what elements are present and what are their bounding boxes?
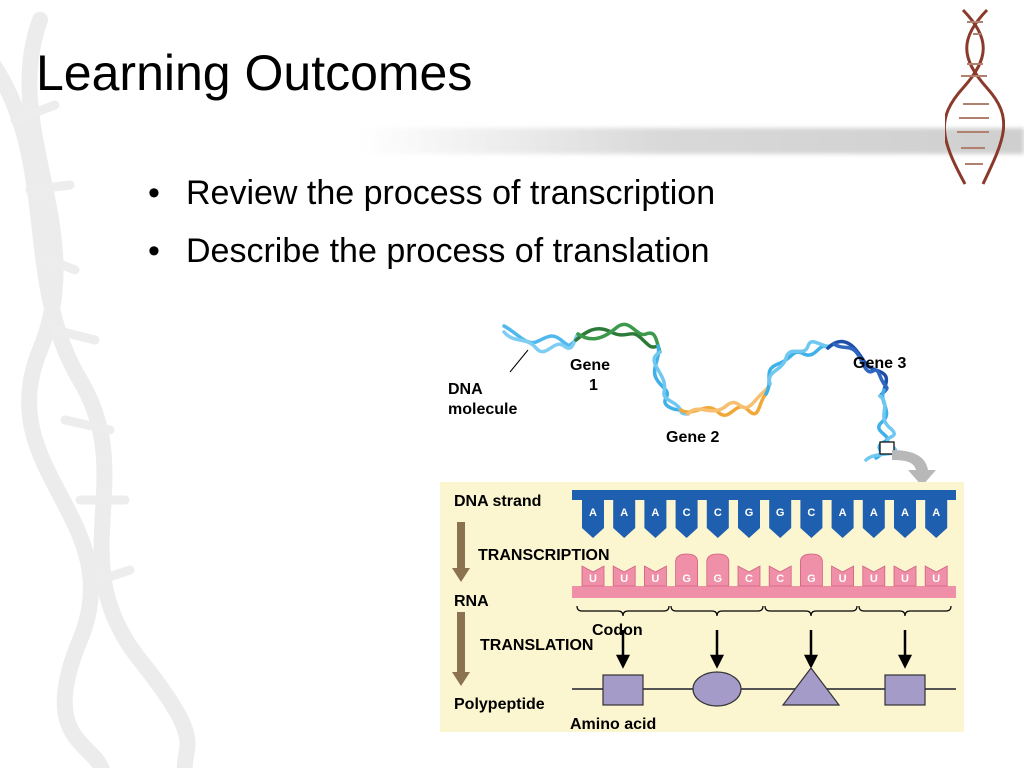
amino-acid-label: Amino acid [570, 716, 657, 733]
dna-base-letter: A [932, 507, 940, 519]
rna-base-letter: G [807, 573, 816, 585]
dna-helix-icon [945, 8, 1005, 185]
dna-base-letter: A [651, 507, 659, 519]
rna-base-tab [893, 565, 917, 587]
dna-base-letter: G [745, 507, 754, 519]
rna-base-tab [924, 565, 948, 587]
header-shadow-band [360, 128, 1024, 154]
rna-base-tab [706, 553, 730, 587]
dna-base-letter: A [870, 507, 878, 519]
rna-base-letter: U [839, 573, 847, 585]
bullet-dot: • [148, 174, 160, 212]
background-helix-decoration [0, 12, 196, 768]
gene1-label-line2: 1 [589, 377, 598, 394]
rna-base-letter: U [589, 573, 597, 585]
rna-base-tab [581, 565, 605, 587]
dna-molecule-leader-line [509, 349, 529, 373]
gene1-label-line1: Gene [570, 357, 611, 374]
rna-base-tab [644, 565, 667, 587]
gene2-label: Gene 2 [666, 429, 720, 446]
amino-acid-oval [692, 671, 742, 707]
transcription-label: TRANSCRIPTION [478, 547, 610, 564]
amino-acid-square-1 [602, 674, 644, 706]
dna-base-tab [675, 500, 698, 538]
gene3-label: Gene 3 [853, 355, 907, 372]
dna-base-tab [862, 500, 885, 538]
dna-strand-label: DNA strand [454, 493, 542, 510]
dna-base-letter: A [901, 507, 909, 519]
slide-title: Learning Outcomes [36, 45, 473, 101]
bullet-dot: • [148, 232, 160, 270]
dna-base-tab [800, 500, 823, 538]
rna-base-tab [737, 565, 761, 587]
dna-base-letter: C [714, 507, 722, 519]
dna-base-tab [894, 500, 916, 538]
dna-base-tab [831, 500, 854, 538]
rna-base-letter: U [901, 573, 909, 585]
rna-base-tab [831, 565, 854, 587]
polypeptide-label: Polypeptide [454, 696, 545, 713]
bullet-item: • Describe the process of translation [148, 228, 715, 286]
dna-molecule-label-line1: DNA [448, 381, 483, 398]
bullet-text: Describe the process of translation [186, 232, 710, 270]
translation-label: TRANSLATION [480, 637, 594, 654]
figure-drawing: A A A C C G G C A A A A U U U G G C C G U U U U [440, 322, 964, 732]
bullet-list: • Review the process of transcription • De… [148, 170, 715, 286]
codon-to-amino-arrows [615, 630, 913, 669]
dna-base-letter: C [807, 507, 815, 519]
rna-base-letter: U [651, 573, 659, 585]
dna-molecule-label-line2: molecule [448, 401, 518, 418]
rna-base-tab [768, 565, 792, 587]
rna-base-letter: C [776, 573, 784, 585]
rna-base-letter: C [745, 573, 753, 585]
dna-base-letter: A [620, 507, 628, 519]
codon-label: Codon [592, 622, 643, 639]
dna-base-tab [738, 500, 760, 538]
rna-label: RNA [454, 593, 489, 610]
amino-acid-square-2 [884, 674, 926, 706]
transcription-translation-figure: A A A C C G G C A A A A U U U G G C C G U U U U DNA molecule G… [436, 318, 996, 738]
curved-arrow-icon [892, 450, 936, 486]
dna-base-tab [706, 500, 729, 538]
left-process-arrows [452, 522, 470, 686]
rna-strand-bar [572, 586, 956, 598]
dna-base-letter: G [776, 507, 785, 519]
dna-base-tab [582, 500, 604, 538]
rna-base-tab [612, 565, 636, 587]
dna-strand-bar [572, 490, 956, 500]
bullet-item: • Review the process of transcription [148, 170, 715, 228]
rna-base-letter: G [682, 573, 691, 585]
dna-base-letter: A [589, 507, 597, 519]
dna-base-letter: C [683, 507, 691, 519]
rna-base-letter: U [870, 573, 878, 585]
rna-base-tab [675, 553, 698, 587]
bullet-text: Review the process of transcription [186, 174, 716, 212]
dna-base-tab [925, 500, 948, 538]
dna-base-letter: A [839, 507, 847, 519]
rna-base-letter: U [620, 573, 628, 585]
dna-base-tab [644, 500, 667, 538]
codon-braces [576, 605, 952, 617]
rna-base-tab [862, 565, 886, 587]
rna-base-letter: G [714, 573, 723, 585]
callout-box [879, 441, 895, 455]
rna-base-tab [800, 553, 823, 587]
rna-base-letter: U [932, 573, 940, 585]
dna-base-tab [769, 500, 792, 538]
amino-acid-triangle [781, 667, 841, 706]
dna-base-tab [613, 500, 636, 538]
